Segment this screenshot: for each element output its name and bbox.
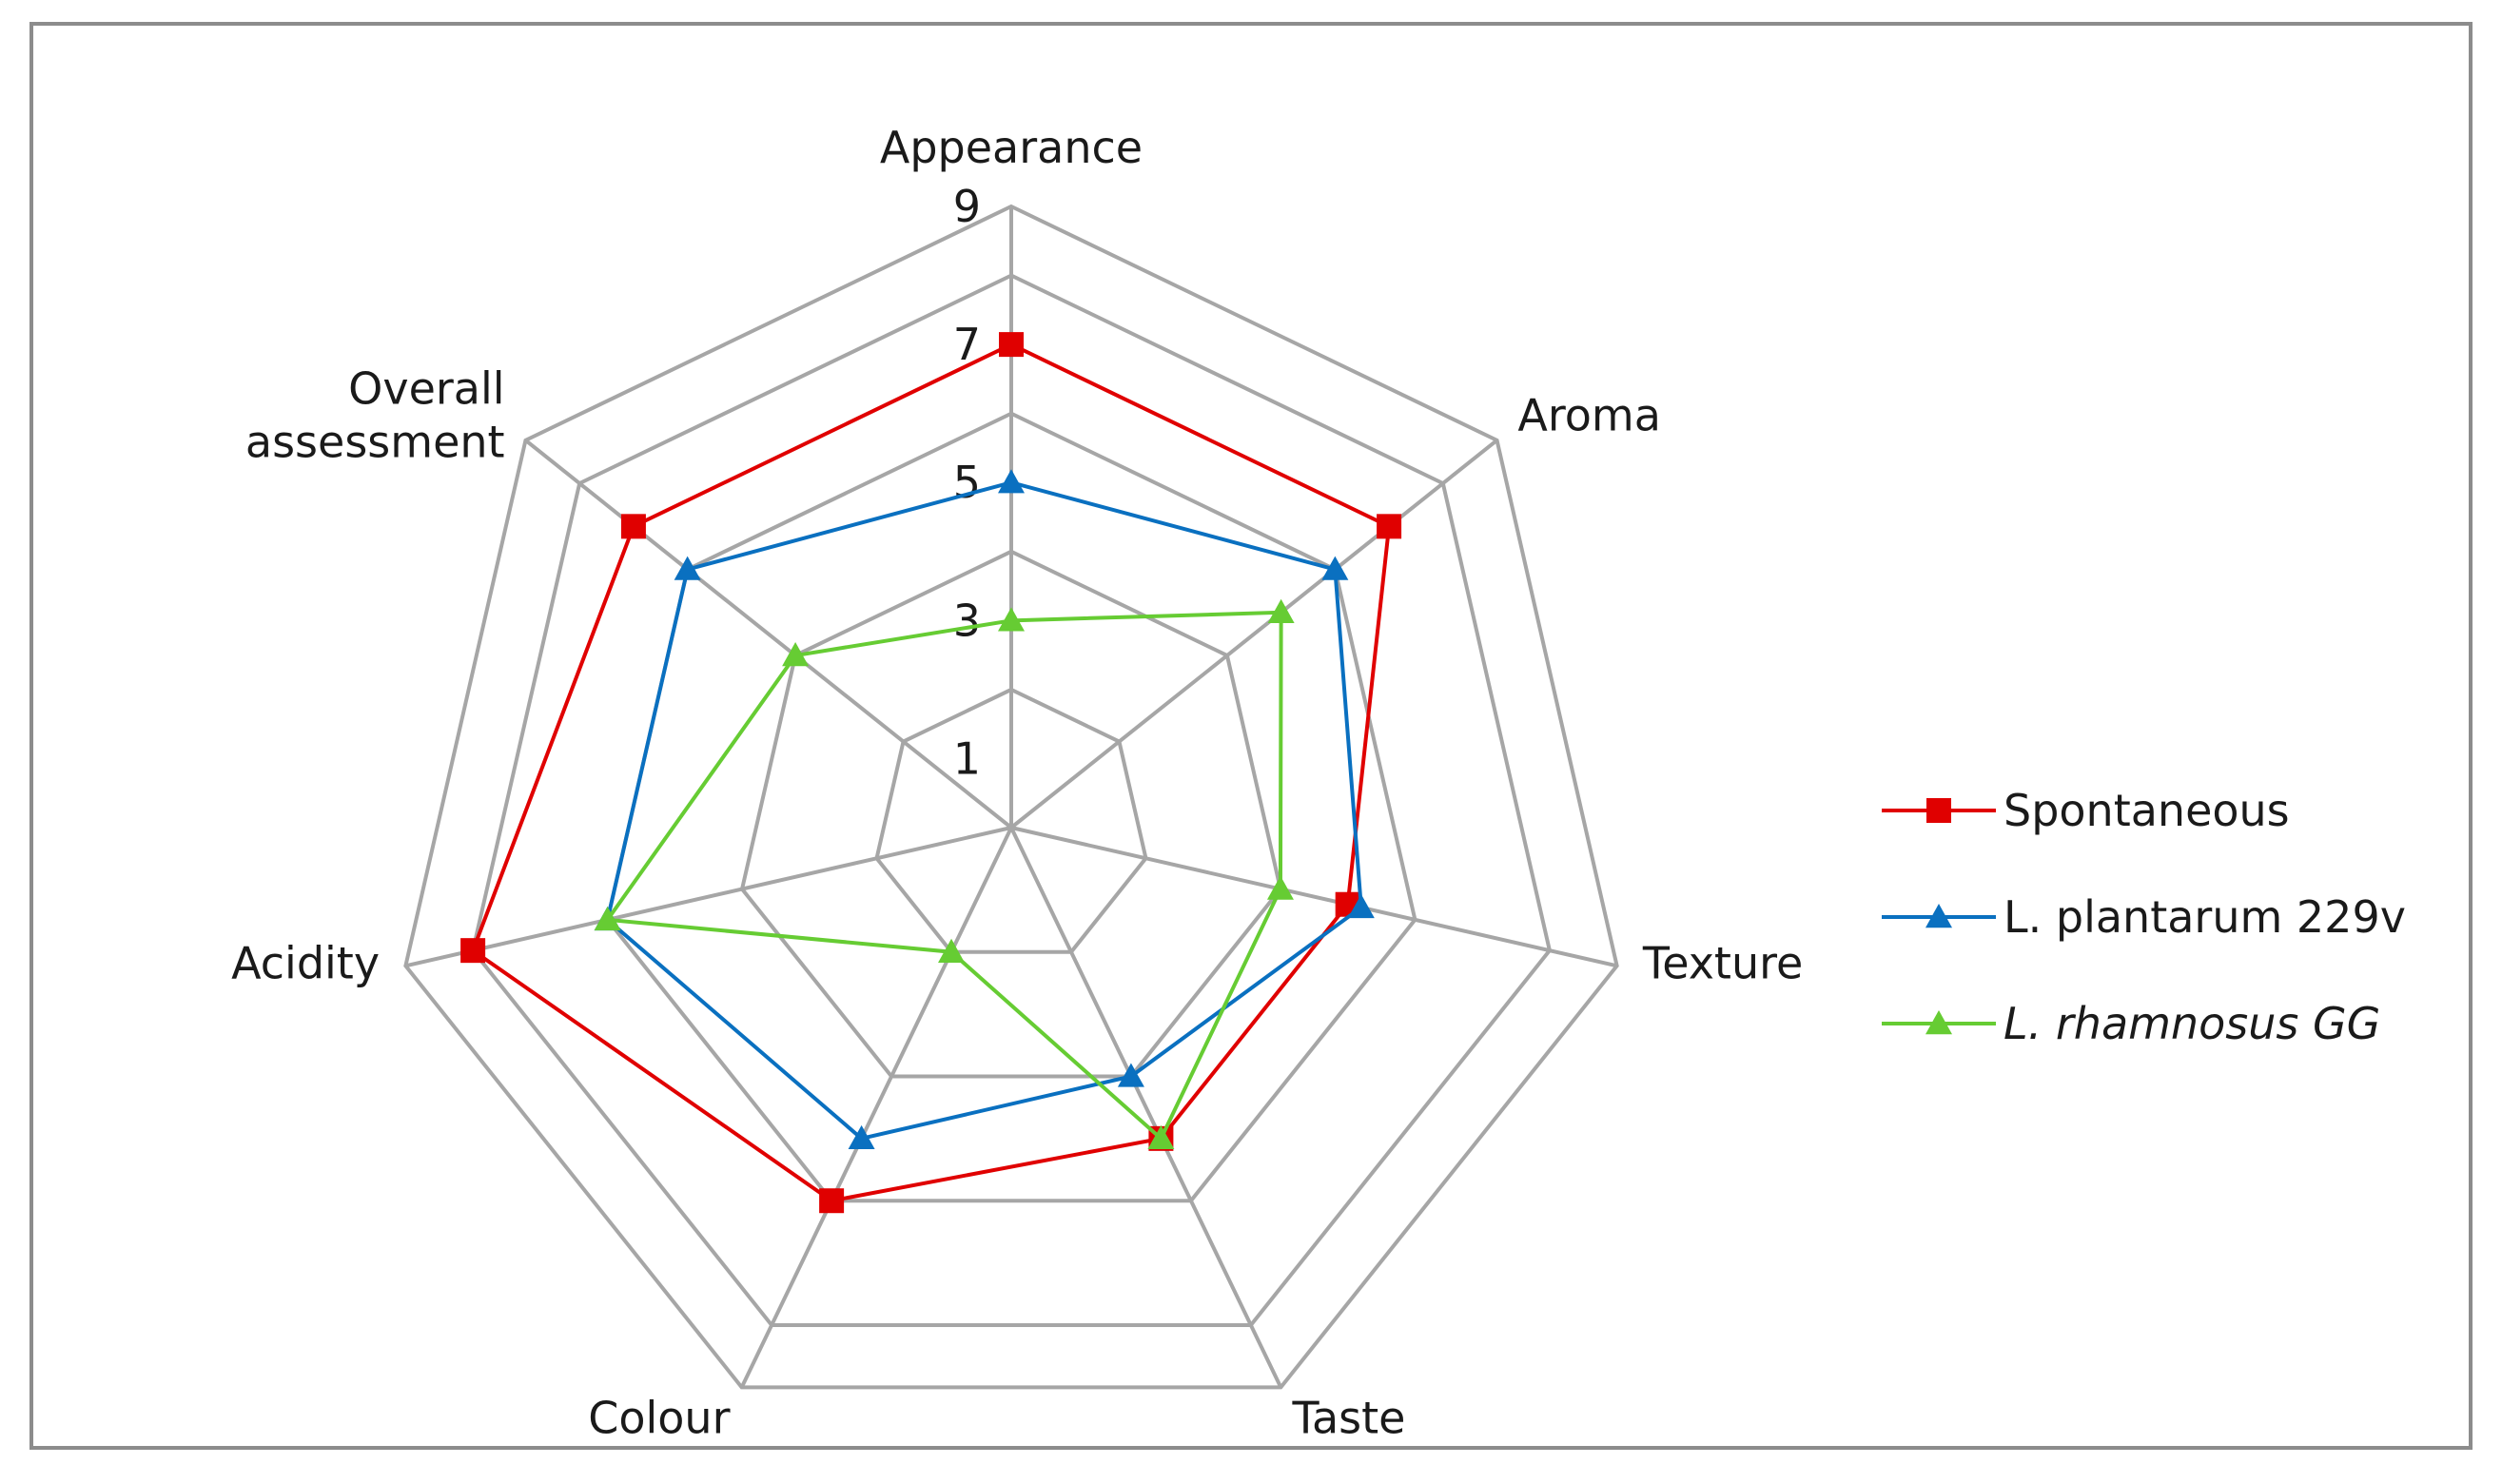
marker-square bbox=[1926, 798, 1951, 823]
grid-ring bbox=[739, 549, 1283, 1079]
marker-triangle bbox=[848, 1124, 875, 1150]
tick-label: 5 bbox=[953, 457, 981, 508]
series-line bbox=[603, 610, 1283, 1142]
legend-item: L. rhamnosus GG bbox=[1882, 998, 2380, 1049]
grid-spoke bbox=[1009, 827, 1283, 1389]
tick-label: 9 bbox=[953, 181, 981, 232]
axis-label: Appearance bbox=[880, 122, 1143, 173]
marker-triangle bbox=[1117, 1063, 1144, 1087]
marker-triangle bbox=[938, 938, 966, 963]
series-layer bbox=[460, 332, 1402, 1214]
axis-label-line: Texture bbox=[1642, 937, 1803, 988]
legend-label: L. plantarum 229v bbox=[2004, 891, 2406, 943]
legend-label: Spontaneous bbox=[2004, 785, 2290, 836]
legend-label: L. rhamnosus GG bbox=[2004, 998, 2380, 1049]
axis-label-line: Overall bbox=[348, 362, 504, 414]
axis-label-line: assessment bbox=[245, 416, 505, 467]
axis-label: Acidity bbox=[231, 937, 380, 988]
grid-spoke bbox=[404, 826, 1012, 968]
marker-square bbox=[1377, 514, 1402, 539]
marker-triangle bbox=[1347, 893, 1375, 919]
axis-label-line: Taste bbox=[1291, 1392, 1405, 1443]
marker-square bbox=[999, 332, 1024, 358]
grid-ring bbox=[470, 273, 1553, 1327]
grid-spoke bbox=[739, 827, 1013, 1389]
marker-triangle bbox=[1266, 875, 1294, 900]
marker-triangle bbox=[1925, 904, 1952, 928]
legend-item: L. plantarum 229v bbox=[1882, 891, 2406, 943]
series-l-rhamnosus-gg bbox=[594, 598, 1295, 1150]
grid-spoke bbox=[1009, 439, 1498, 830]
grid-ring bbox=[403, 204, 1619, 1390]
chart-frame bbox=[29, 22, 2473, 1450]
tick-label: 3 bbox=[953, 595, 981, 646]
axis-label-line: Acidity bbox=[231, 937, 380, 988]
marker-square bbox=[819, 1188, 845, 1214]
grid-spoke bbox=[524, 439, 1013, 830]
radar-grid bbox=[403, 204, 1619, 1390]
marker-square bbox=[620, 514, 646, 539]
series-line bbox=[605, 480, 1363, 1142]
grid-ring bbox=[874, 687, 1148, 954]
grid-spoke bbox=[1010, 826, 1618, 968]
axis-label-line: Colour bbox=[588, 1392, 730, 1443]
legend: Spontaneous L. plantarum 229v L. rhamnosus… bbox=[1882, 785, 2406, 1049]
marker-triangle bbox=[1925, 1010, 1952, 1035]
series-line bbox=[470, 342, 1392, 1203]
marker-triangle bbox=[998, 607, 1025, 632]
axis-label: Colour bbox=[588, 1392, 730, 1443]
axis-label: Taste bbox=[1291, 1392, 1405, 1443]
marker-triangle bbox=[1321, 556, 1349, 580]
axis-label-line: Aroma bbox=[1517, 389, 1661, 440]
marker-triangle bbox=[998, 469, 1025, 494]
marker-triangle bbox=[594, 906, 621, 931]
marker-triangle bbox=[674, 556, 701, 580]
legend-item: Spontaneous bbox=[1882, 785, 2290, 836]
marker-triangle bbox=[782, 642, 810, 667]
marker-triangle bbox=[1267, 598, 1295, 624]
axis-label-line: Appearance bbox=[880, 122, 1143, 173]
axis-label: Aroma bbox=[1517, 389, 1661, 440]
axis-label: Texture bbox=[1642, 937, 1803, 988]
marker-triangle bbox=[1147, 1124, 1175, 1150]
marker-square bbox=[460, 938, 486, 964]
tick-label: 1 bbox=[953, 732, 981, 784]
